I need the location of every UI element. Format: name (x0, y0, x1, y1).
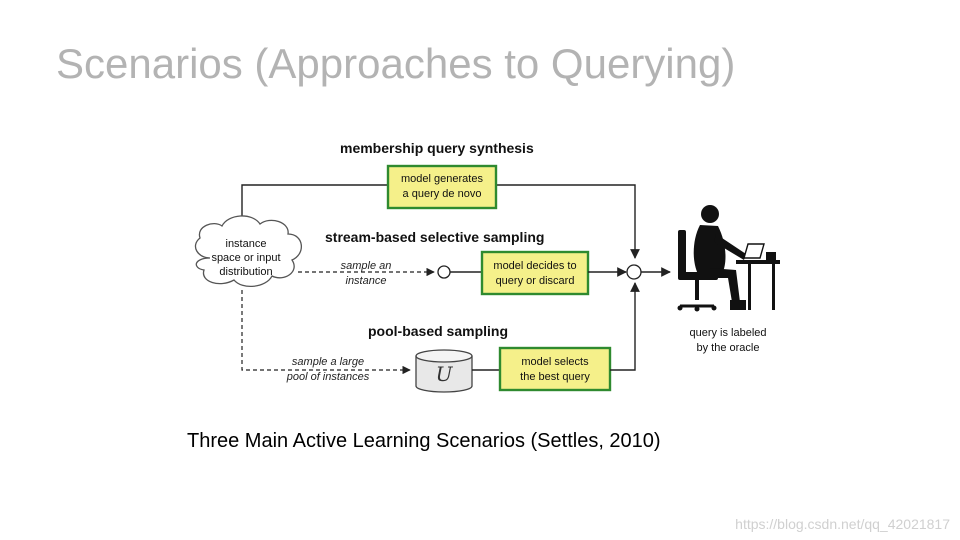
cloud-line2: space or input (211, 252, 280, 264)
oracle-line2: by the oracle (697, 342, 760, 354)
unlabeled-pool-database-icon: U (415, 349, 473, 393)
instance-distribution-cloud: instance space or input distribution (194, 215, 302, 287)
cloud-line1: instance (226, 238, 267, 250)
stream-title: stream-based selective sampling (325, 229, 544, 245)
membership-box-line2: a query de novo (403, 188, 482, 200)
pool-note-line1: sample a large (292, 356, 364, 368)
stream-note-line1: sample an (341, 260, 392, 272)
pool-box (498, 346, 612, 392)
pool-title: pool-based sampling (368, 323, 508, 339)
pool-box-line2: the best query (520, 371, 590, 383)
pool-dashed-line (241, 290, 411, 375)
membership-title: membership query synthesis (340, 140, 534, 156)
stream-decision-node (437, 265, 451, 279)
membership-box (386, 164, 498, 210)
oracle-person-icon (677, 205, 780, 312)
stream-box (480, 250, 590, 296)
oracle-line1: query is labeled (689, 327, 766, 339)
pool-db-letter: U (436, 362, 454, 386)
active-learning-diagram: membership query synthesis stream-based … (170, 130, 790, 400)
stream-box-line1: model decides to (493, 260, 576, 272)
membership-box-line1: model generates (401, 173, 483, 185)
merge-node (626, 264, 642, 280)
figure-caption: Three Main Active Learning Scenarios (Se… (187, 430, 661, 452)
stream-box-line2: query or discard (496, 275, 575, 287)
stream-note-line2: instance (346, 275, 387, 287)
diagram-canvas: membership query synthesis stream-based … (194, 140, 780, 393)
pool-note-line2: pool of instances (286, 371, 370, 383)
watermark: https://blog.csdn.net/qq_42021817 (735, 516, 950, 532)
cloud-line3: distribution (219, 266, 272, 278)
pool-box-line1: model selects (521, 356, 589, 368)
membership-line-right (496, 184, 640, 259)
pool-line-to-merge (610, 282, 640, 371)
slide-title: Scenarios (Approaches to Querying) (56, 40, 736, 87)
